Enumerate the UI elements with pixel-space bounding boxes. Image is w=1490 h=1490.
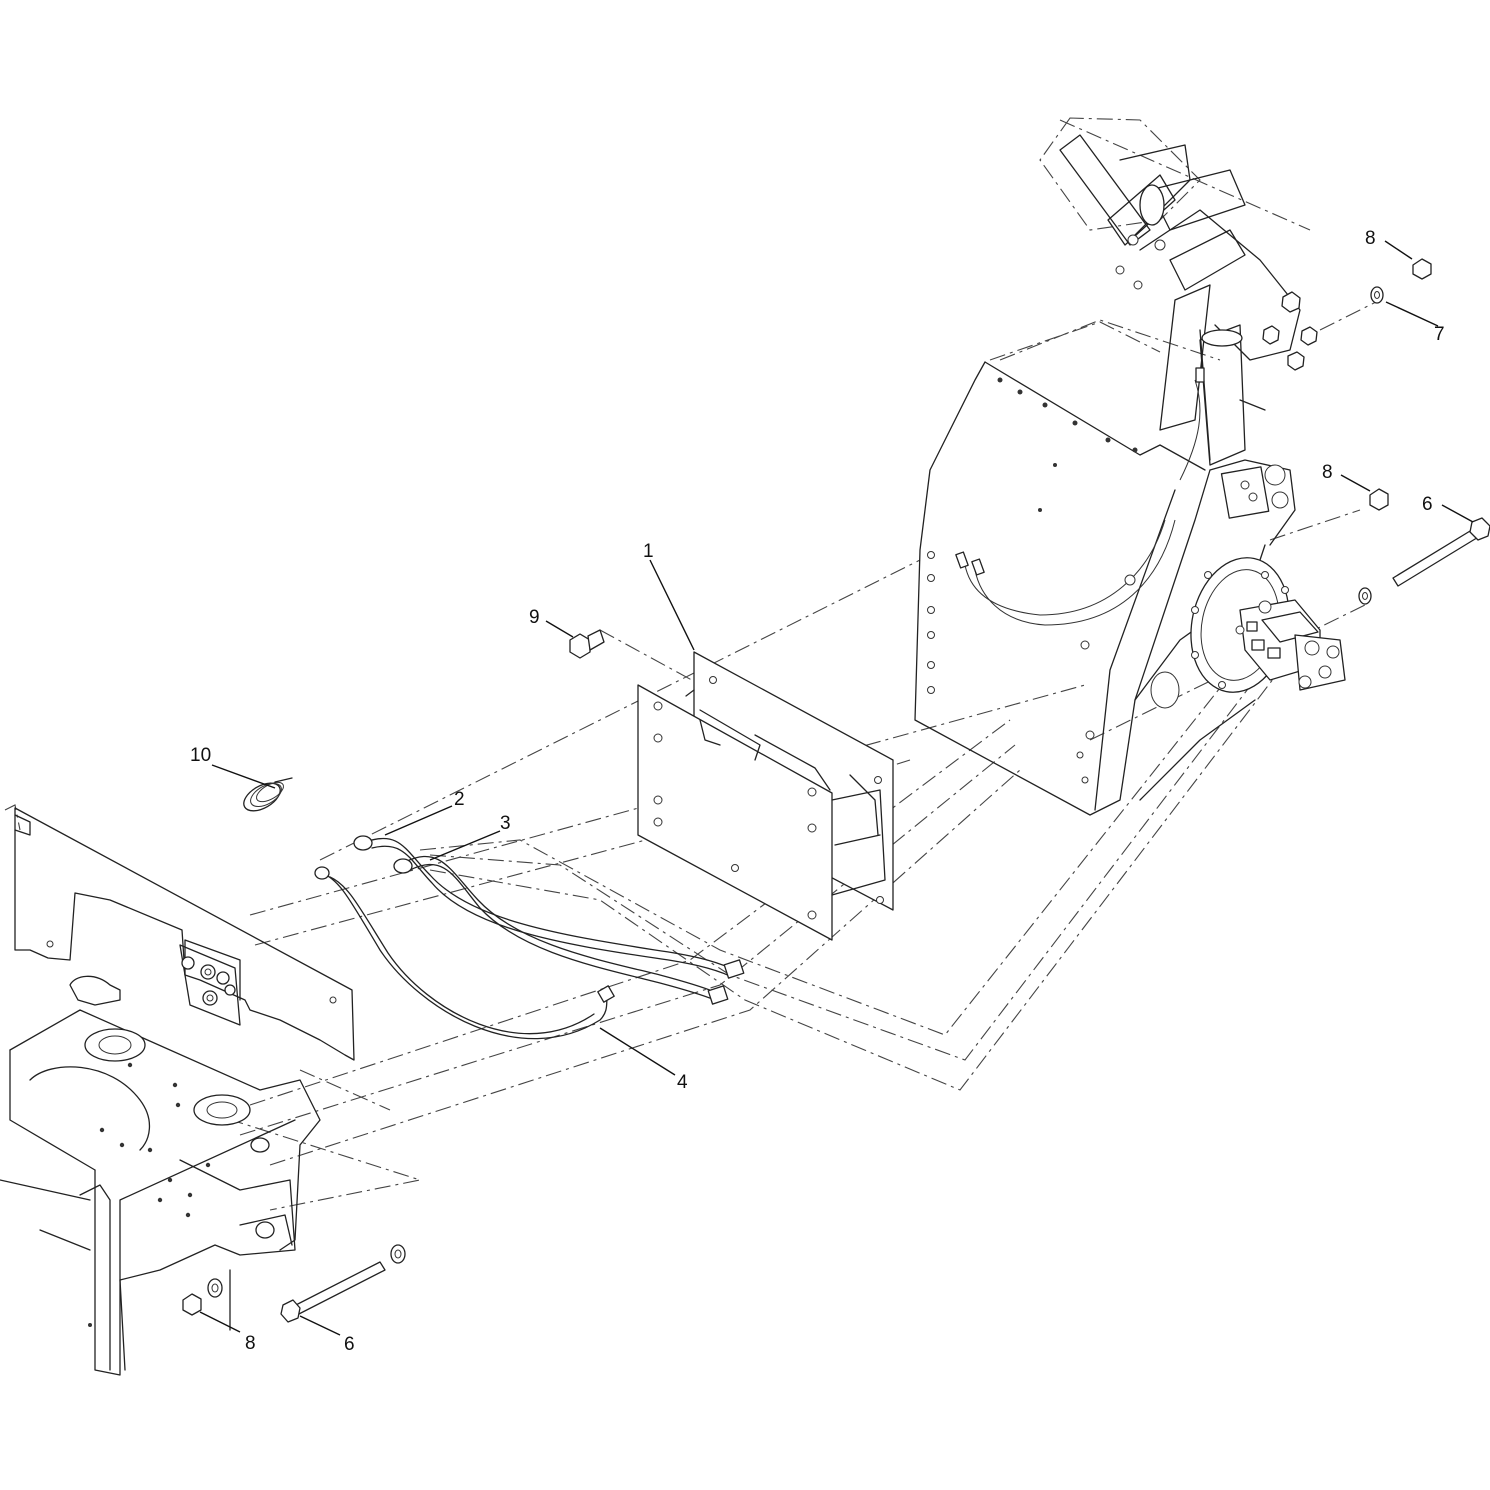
- callout-8-top: 8: [1365, 228, 1376, 249]
- callout-labels: 1 2 3 4 6 6 7 8 8 8 9 10: [190, 228, 1445, 1355]
- part-10-hose-clamp: [243, 777, 293, 812]
- callout-9: 9: [529, 607, 540, 628]
- hardware: [182, 258, 1490, 1323]
- plate-holes: [653, 676, 884, 920]
- part-1-cooler-assembly: [637, 651, 894, 941]
- left-mounting-plate: [4, 804, 355, 1061]
- callout-6-right: 6: [1422, 494, 1433, 515]
- callout-2: 2: [454, 789, 465, 810]
- callout-1: 1: [643, 541, 654, 562]
- flange-bolts: [1191, 571, 1289, 689]
- chassis-frame: [0, 975, 321, 1376]
- port-fittings: [181, 956, 236, 1006]
- callout-4: 4: [677, 1072, 688, 1093]
- chassis-holes: [88, 1062, 211, 1327]
- boom-bolts: [1115, 234, 1318, 371]
- callout-6-bottom: 6: [344, 1334, 355, 1355]
- callout-8-right: 8: [1322, 462, 1333, 483]
- hydraulic-hoses: [314, 835, 745, 1040]
- callout-8-bottom: 8: [245, 1333, 256, 1354]
- hydraulic-valve-block: [1235, 599, 1346, 691]
- panel-holes: [927, 377, 1138, 784]
- callout-7: 7: [1434, 324, 1445, 345]
- boom-bracket-assembly: [1039, 117, 1318, 466]
- part-9-bolt: [569, 629, 605, 659]
- leader-lines: [199, 240, 1474, 1336]
- callout-10: 10: [190, 745, 211, 766]
- callout-3: 3: [500, 813, 511, 834]
